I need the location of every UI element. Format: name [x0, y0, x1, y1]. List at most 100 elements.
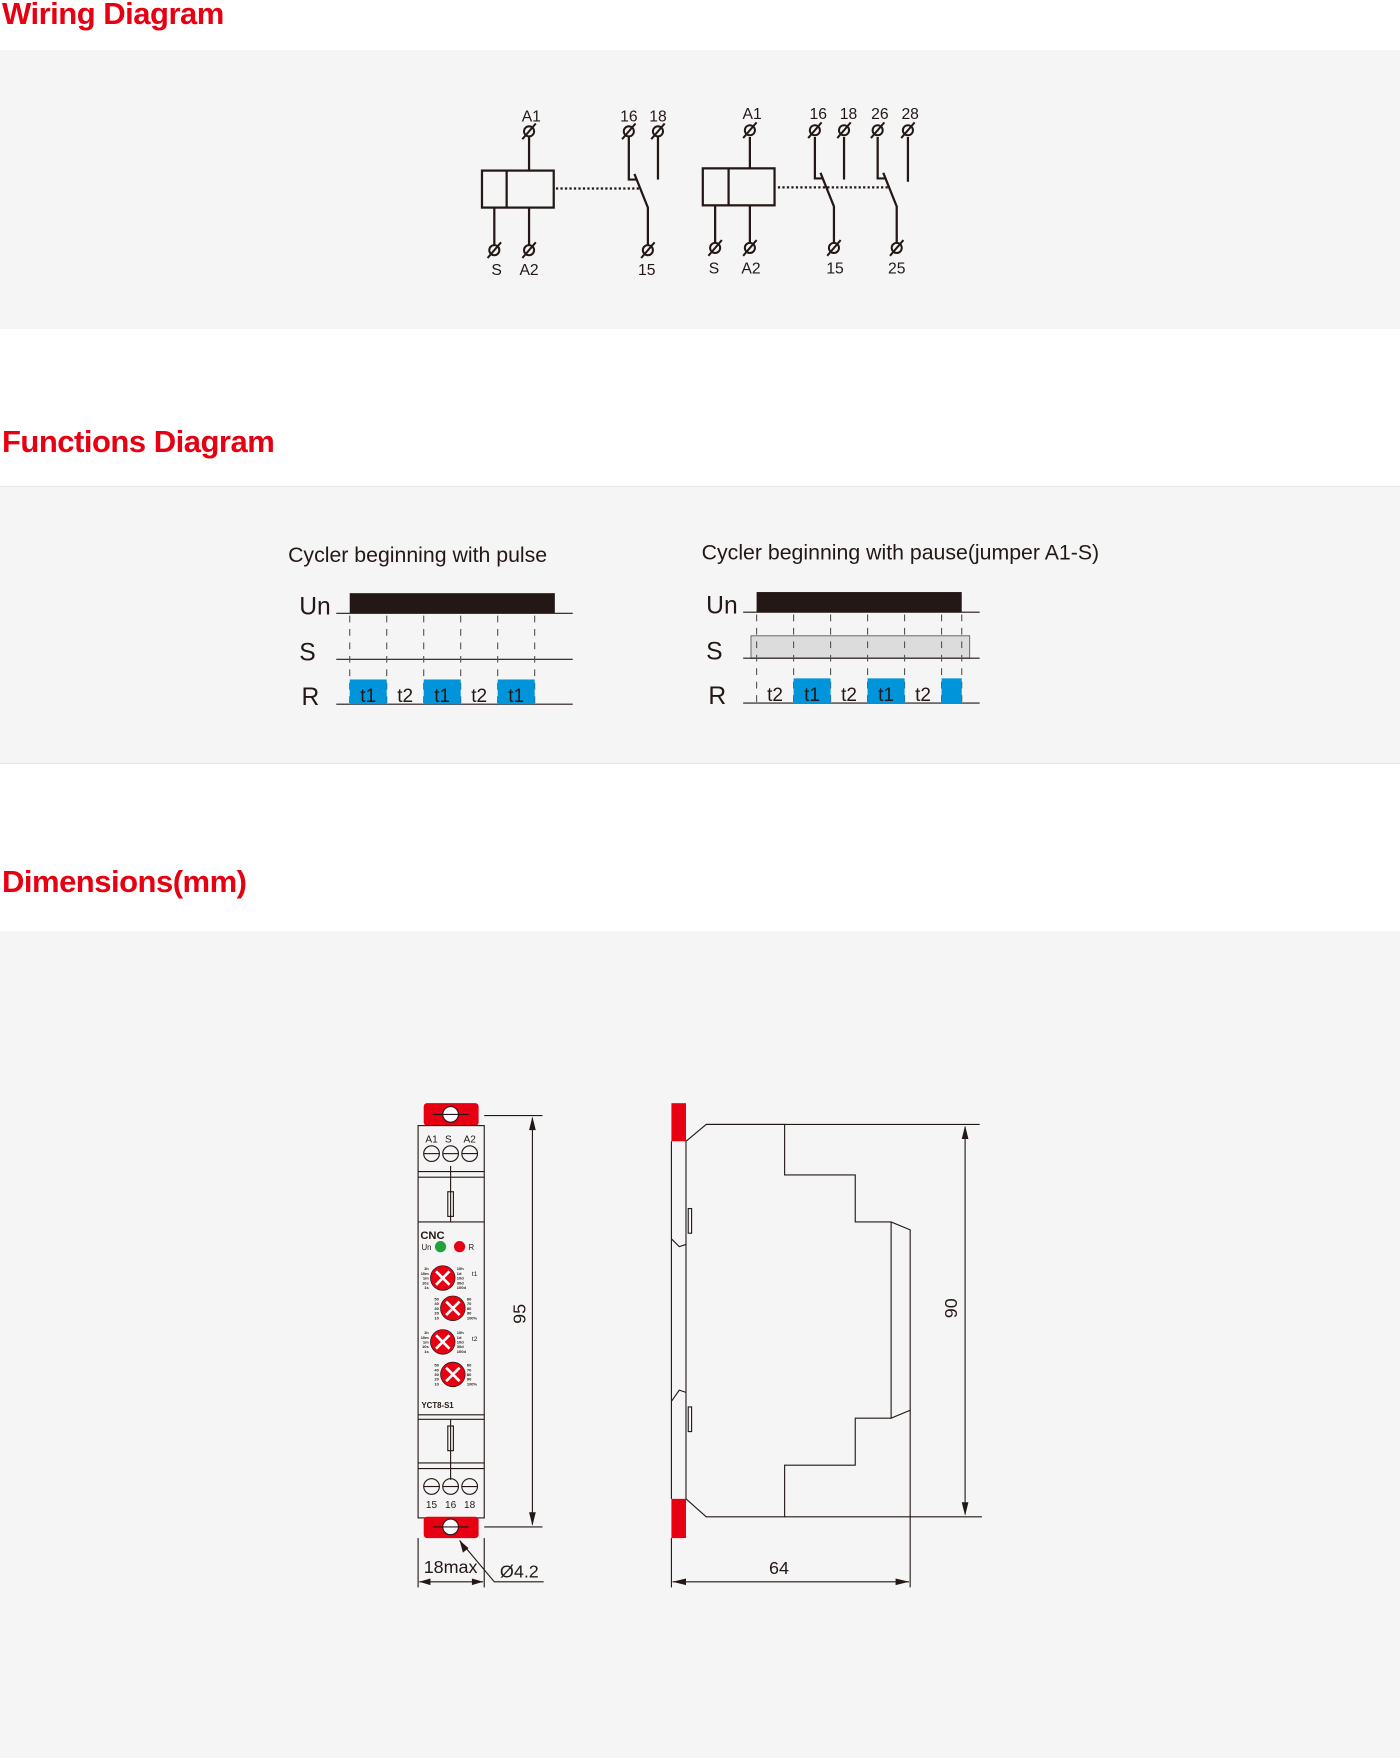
model-label: YCT8-S1	[421, 1401, 454, 1410]
terminal-28-label: 28	[901, 106, 919, 123]
interval-label: t1	[804, 685, 820, 706]
wiring-diagram-panel	[0, 50, 1400, 329]
row-label-un: Un	[706, 592, 738, 619]
terminal-18-label: 18	[840, 106, 858, 123]
terminal-18-label: 18	[649, 108, 667, 125]
brand-logo: CNC	[420, 1230, 444, 1242]
knob-scale-label: 10	[434, 1381, 439, 1386]
terminal-a2-label: A2	[463, 1134, 476, 1145]
knob-scale-label: 70	[467, 1367, 472, 1372]
terminal-15-label: 15	[426, 1500, 438, 1511]
knob-scale-label: 30	[434, 1306, 439, 1311]
row-label-s: S	[299, 639, 315, 666]
dimension-height-side: 90	[941, 1298, 961, 1318]
knob-scale-label: 10s	[422, 1280, 429, 1285]
knob-scale-label: 100d	[457, 1349, 467, 1354]
function-diagram-pause: Cycler beginning with pause(jumper A1-S)…	[702, 541, 1099, 711]
terminal-16-label: 16	[620, 108, 638, 125]
relay-coil	[701, 167, 776, 207]
row-label-r: R	[708, 683, 726, 710]
knob-t2-label: t2	[472, 1336, 478, 1343]
knob-scale-label: 50	[434, 1296, 439, 1301]
interval-label: t2	[841, 685, 857, 706]
knob-scale-label: 50	[434, 1363, 439, 1368]
terminal-s-label: S	[709, 261, 719, 278]
knob-scale-label: 30d	[457, 1280, 464, 1285]
function-title: Cycler beginning with pause(jumper A1-S)	[702, 541, 1099, 565]
knob-scale-label: 60	[467, 1296, 472, 1301]
knob-scale-label: 1h	[424, 1266, 429, 1271]
dimensions-heading: Dimensions(mm)	[2, 864, 247, 899]
knob-grip-icon	[445, 1366, 461, 1383]
knob-scale-label: 40	[434, 1301, 439, 1306]
terminal-25-label: 25	[888, 261, 906, 278]
knob-scale-label: 90	[467, 1311, 472, 1316]
dimension-height-front: 95	[510, 1304, 530, 1324]
terminal-s-label: S	[445, 1134, 452, 1145]
terminal-18-label: 18	[464, 1500, 476, 1511]
knob-scale-label: 80	[467, 1306, 472, 1311]
knob-scale-label: 20	[434, 1377, 439, 1382]
knob-scale-label: 10s	[422, 1344, 429, 1349]
knob-scale-label: 30d	[457, 1344, 464, 1349]
relay-on-pulse	[941, 678, 962, 704]
knob-scale-label: 10d	[457, 1276, 464, 1281]
row-label-un: Un	[299, 593, 331, 620]
knob-scale-label: 70	[467, 1301, 472, 1306]
terminal-a1-label: A1	[425, 1134, 438, 1145]
knob-grip-icon	[435, 1334, 451, 1350]
relay-on-pulse	[423, 679, 461, 705]
knob-scale-label: 10h	[457, 1330, 464, 1335]
knob-scale-label: 1m	[423, 1339, 429, 1344]
terminal-a2-label: A2	[741, 261, 760, 278]
knob-scale-label: 100d	[457, 1285, 467, 1290]
wiring-diagram-double-contact: A1 16 18 26 28 S A2 15 25	[701, 106, 919, 278]
dimension-width: 18max	[424, 1557, 478, 1577]
knob-scale-label: 10m	[421, 1335, 429, 1340]
terminal-15-label: 15	[638, 262, 656, 279]
supply-bar	[756, 592, 962, 613]
knob-scale-label: 1d	[457, 1335, 462, 1340]
interval-label: t2	[767, 685, 783, 706]
functions-diagram-heading: Functions Diagram	[2, 424, 275, 459]
interval-label: t2	[397, 686, 413, 707]
terminal-a2-label: A2	[519, 262, 538, 279]
wiring-diagram-heading: Wiring Diagram	[2, 0, 224, 31]
relay-on-pulse	[867, 678, 905, 704]
dimension-hole: Ø4.2	[500, 1561, 539, 1581]
knob-scale-label: 100%	[467, 1381, 478, 1386]
knob-t1-label: t1	[472, 1271, 478, 1278]
relay-on-pulse	[793, 678, 831, 704]
relay-on-pulse	[497, 679, 535, 705]
knob-scale-label: 1d	[457, 1271, 462, 1276]
interval-label: t1	[434, 686, 450, 707]
din-clip-bottom	[671, 1498, 686, 1539]
knob-scale-label: 1h	[424, 1330, 429, 1335]
knob-scale-label: 1s	[424, 1285, 429, 1290]
interval-label: t1	[508, 686, 524, 707]
knob-scale-label: 10m	[421, 1271, 429, 1276]
knob-scale-label: 1s	[424, 1349, 429, 1354]
row-label-s: S	[706, 638, 722, 665]
led-un	[434, 1241, 447, 1253]
wiring-diagram-single-contact: A1 16 18 S A2 15	[480, 108, 667, 279]
row-label-r: R	[302, 684, 320, 711]
knob-scale-label: 10	[434, 1315, 439, 1320]
interval-label: t2	[915, 685, 931, 706]
interval-label: t1	[878, 685, 894, 706]
knob-scale-label: 100%	[467, 1315, 478, 1320]
knob-grip-icon	[435, 1270, 451, 1286]
terminal-16-label: 16	[810, 106, 828, 123]
dimension-depth: 64	[769, 1558, 789, 1578]
relay-on-pulse	[349, 679, 387, 705]
knob-grip-icon	[445, 1300, 461, 1316]
knob-scale-label: 30	[434, 1372, 439, 1377]
function-title: Cycler beginning with pulse	[288, 543, 547, 567]
supply-bar	[349, 593, 555, 614]
relay-coil	[480, 169, 555, 209]
jumper-bar	[750, 635, 971, 659]
knob-scale-label: 10d	[457, 1339, 464, 1344]
led-r	[453, 1241, 466, 1253]
dimensions-panel	[0, 931, 1400, 1758]
